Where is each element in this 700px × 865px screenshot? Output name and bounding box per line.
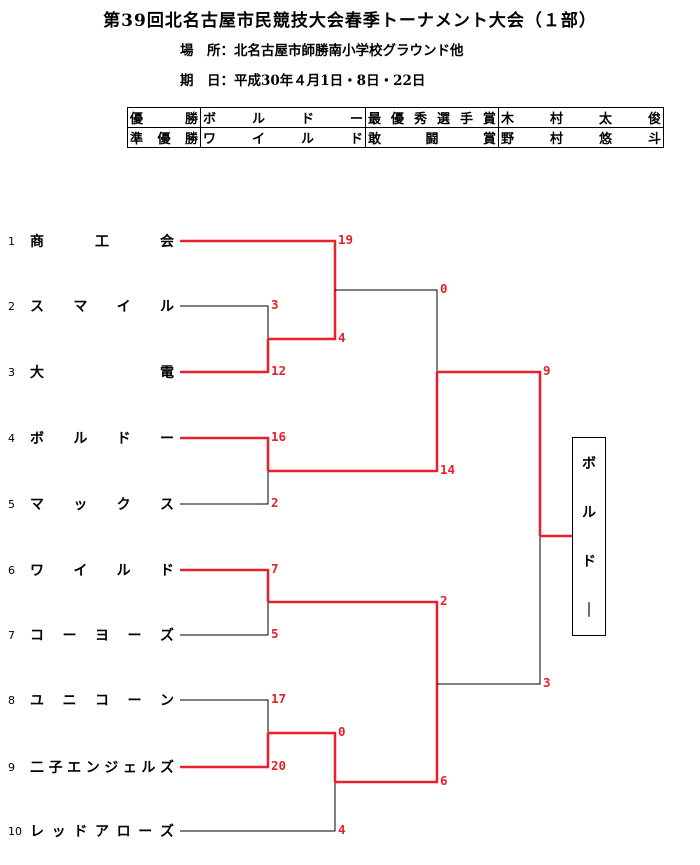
match-score: 16 [271,429,287,444]
team-seed: 2 [8,299,15,313]
match-score: 19 [338,232,354,247]
match-score: 0 [338,724,346,739]
team-seed: 10 [8,824,22,838]
match-score: 4 [338,330,346,345]
bracket-line-winner [268,372,439,473]
team-row: 10 レッドアローズ [8,822,178,840]
team-row: 8 ユニコーン [8,691,178,709]
champion-char: ル [582,504,596,521]
team-seed: 5 [8,497,15,511]
bracket-line-winner [180,239,337,290]
team-row: 3 大電 [8,363,178,381]
awards-row-1: 優勝 ボルドー 最優秀選手賞 木村太俊 [127,107,664,128]
match-score: 14 [440,462,456,477]
bracket-line [180,782,336,832]
team-row: 5 マックス [8,495,178,513]
team-row: 1 商工会 [8,232,178,250]
match-score: 6 [440,773,448,788]
bracket-line-winner [180,568,270,602]
champion-char: ド [582,554,596,571]
team-row: 6 ワイルド [8,561,178,579]
page-title: 第39回北名古屋市民競技大会春季トーナメント大会（１部） [103,11,597,31]
match-score: 3 [271,297,279,312]
bracket-line-winner [268,600,439,684]
team-row: 9 二子エンジェルズ [8,758,178,776]
champion-box: ボルド ｜ [572,437,606,636]
award-value-fighting-spirit: 野村悠斗 [501,132,661,147]
bracket-line [180,305,269,339]
team-seed: 8 [8,693,15,707]
match-score: 2 [271,495,279,510]
bracket-line-winner [268,731,337,782]
awards-row-2: 準優勝 ワイルド 敢闘賞 野村悠斗 [127,127,664,148]
team-seed: 1 [8,234,15,248]
team-seed: 4 [8,431,15,445]
team-seed: 9 [8,760,15,774]
match-score: 12 [271,363,287,378]
team-name: コーヨーズ [30,628,174,644]
bracket-line-winner [335,684,439,784]
award-label-runner-up: 準優勝 [130,132,198,147]
match-score: 2 [440,593,448,608]
bracket-line-winner [180,436,270,471]
team-name: マックス [30,497,174,513]
award-label-champion: 優勝 [130,112,198,127]
match-score: 7 [271,561,279,576]
team-name: 大電 [30,365,174,381]
team-name: レッドアローズ [30,824,174,840]
bracket-line [180,699,269,733]
team-seed: 7 [8,628,15,642]
bracket-line [335,289,438,372]
team-name: ワイルド [30,563,174,579]
team-row: 2 スマイル [8,297,178,315]
champion-char: ボ [582,455,596,472]
champion-char: ｜ [582,603,596,620]
team-name: ユニコーン [30,693,174,709]
match-score: 20 [271,758,287,773]
team-name: ボルドー [30,431,174,447]
bracket-line-winner [180,339,270,374]
award-value-mvp: 木村太俊 [501,112,661,127]
bracket-line-winner [437,370,542,536]
bracket-line [437,536,541,685]
match-score: 9 [543,363,551,378]
award-label-fighting-spirit: 敢闘賞 [368,132,496,147]
team-name: 二子エンジェルズ [30,760,174,776]
team-row: 7 コーヨーズ [8,626,178,644]
team-seed: 3 [8,365,15,379]
award-value-runner-up: ワイルド [203,132,363,147]
match-score: 0 [440,281,448,296]
bracket-line [180,602,269,636]
match-score: 5 [271,626,279,641]
bracket-line-winner [268,290,337,341]
match-score: 4 [338,822,346,837]
match-score: 17 [271,691,287,706]
bracket-line-winner [180,733,270,769]
bracket-line [180,471,269,505]
team-name: 商工会 [30,234,174,250]
team-name: スマイル [30,299,174,315]
match-score: 3 [543,675,551,690]
award-label-mvp: 最優秀選手賞 [368,112,496,127]
team-row: 4 ボルドー [8,429,178,447]
team-seed: 6 [8,563,15,577]
dates-info: 期 日：平成30年４月1日・8日・22日 [180,73,426,89]
awards-table: 優勝 ボルドー 最優秀選手賞 木村太俊 準優勝 ワイルド 敢闘賞 野村悠斗 [127,107,664,148]
award-value-champion: ボルドー [203,112,363,127]
venue-info: 場 所：北名古屋市師勝南小学校グラウンド他 [180,43,464,59]
